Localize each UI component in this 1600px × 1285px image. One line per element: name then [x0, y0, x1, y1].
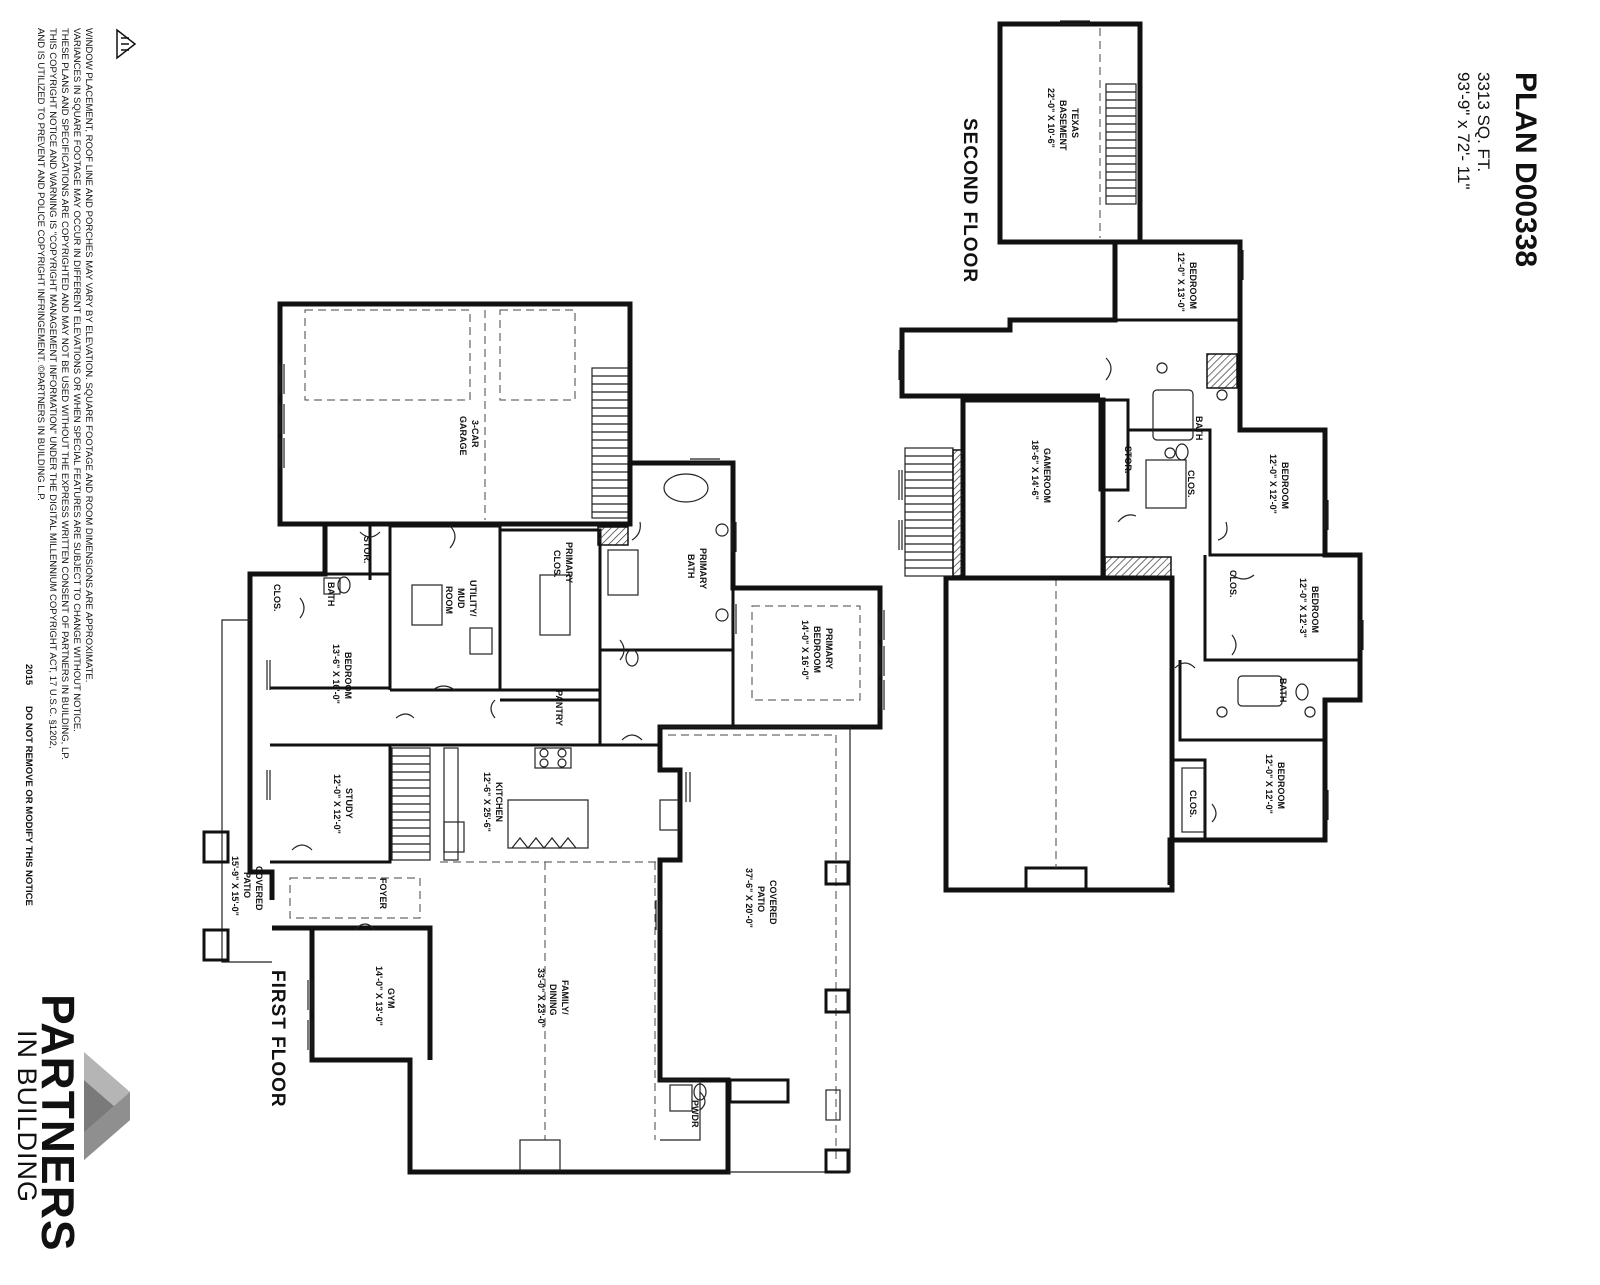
rear-patio-label: COVERED	[768, 880, 778, 925]
upper-bedroom-3-label: BEDROOM	[1310, 586, 1320, 633]
primary-bedroom-label: PRIMARY	[824, 628, 834, 669]
pantry-label: PANTRY	[554, 690, 564, 726]
copyright-notice: WINDOW PLACEMENT, ROOF LINE AND PORCHES …	[23, 28, 137, 906]
primary-bath-label: PRIMARY	[698, 548, 708, 589]
kitchen-label: KITCHEN	[494, 782, 504, 822]
attic-stair	[1105, 83, 1137, 205]
plan-title: PLAN D00338	[1509, 72, 1542, 267]
bedroom-label: BEDROOM	[343, 652, 353, 699]
first-floor-label: FIRST FLOOR	[267, 970, 288, 1108]
notice-year: 2015	[23, 664, 34, 686]
front-patio-label-2: PATIO	[242, 872, 252, 898]
primary-bedroom-label-2: BEDROOM	[812, 626, 822, 673]
primary-clos-label-2: CLOS.	[552, 550, 562, 578]
study-size: 12'-0" X 12'-0"	[332, 774, 342, 834]
upper-bedroom-1-size: 12'-0" X 13'-0"	[1176, 252, 1186, 312]
notice-line-2: VARIANCES IN SQUARE FOOTAGE MAY OCCUR IN…	[71, 28, 82, 732]
notice-warning: DO NOT REMOVE OR MODIFY THIS NOTICE	[23, 706, 34, 906]
family-dining-label: FAMILY/	[560, 980, 570, 1015]
second-floor-stair	[904, 447, 964, 577]
upper-bath-2-label: BATH	[1278, 678, 1288, 702]
rear-patio-size: 37'-6" X 20'-0"	[744, 868, 754, 928]
first-floor-plan: FIRST FLOOR	[202, 301, 885, 1175]
gameroom-label: GAMEROOM	[1042, 448, 1052, 503]
plan-square-footage: 3313 SQ. FT.	[1474, 72, 1493, 172]
primary-bedroom-size: 14'-0" X 16'-0"	[800, 620, 810, 680]
main-stair	[391, 747, 431, 861]
utility-label: UTILITY/	[468, 580, 478, 617]
garage-stair	[591, 367, 629, 519]
garage-roof-area	[943, 575, 1175, 893]
gameroom-size: 18'-6" X 14'-6"	[1030, 440, 1040, 500]
garage-label: 3-CAR	[470, 420, 480, 448]
second-floor-label: SECOND FLOOR	[959, 118, 980, 283]
upper-bedroom-2-size: 12'-0" X 12'-0"	[1268, 454, 1278, 514]
kitchen-size: 12'-6" X 25'-6"	[482, 772, 492, 832]
brand-tagline: IN BUILDING	[12, 1030, 42, 1203]
texas-basement-label-2: BASEMENT	[1058, 100, 1068, 151]
front-patio-size: 15'-9" X 15'-0"	[230, 856, 240, 916]
bedroom-size: 13'-6" X 16'-0"	[331, 644, 341, 704]
kitchen-island	[507, 799, 589, 849]
study-label: STUDY	[344, 788, 354, 819]
plan-header: PLAN D00338 3313 SQ. FT. 93'-9" x 72'- 1…	[1454, 72, 1542, 267]
front-patio-label: COVERED	[254, 866, 264, 911]
clos-label: CLOS.	[272, 584, 282, 612]
upper-bedroom-3-size: 12'-0" X 12'-3"	[1298, 578, 1308, 638]
upper-stor-label: STOR.	[1123, 446, 1133, 473]
chevron-logo-icon	[84, 1052, 130, 1160]
upper-bath-1-label: BATH	[1194, 416, 1204, 440]
primary-tub	[663, 473, 709, 503]
notice-line-3: THESE PLANS AND SPECIFICATIONS ARE COPYR…	[59, 28, 70, 760]
upper-bedroom-1-label: BEDROOM	[1188, 262, 1198, 309]
garage-label-2: GARAGE	[458, 416, 468, 456]
texas-basement-size: 22'-0" X 10'-6"	[1046, 88, 1056, 148]
room-label: ROOM	[444, 586, 454, 614]
mud-label: MUD	[456, 588, 466, 609]
upper-bedroom-4-label: BEDROOM	[1276, 762, 1286, 809]
notice-line-4: THIS COPYRIGHT NOTICE AND WARNING IS "CO…	[47, 28, 58, 749]
rear-patio-label-2: PATIO	[756, 886, 766, 912]
family-dining-size: 33'-0" X 23'-0"	[536, 968, 546, 1028]
pwdr-label: PWDR	[690, 1100, 700, 1128]
garage-walls	[277, 301, 633, 527]
primary-bath-label-2: BATH	[686, 554, 696, 578]
partners-in-building-logo: PARTNERS IN BUILDING	[12, 994, 130, 1252]
upper-clos-2-label: CLOS.	[1228, 570, 1238, 598]
plan-dimensions: 93'-9" x 72'- 11"	[1454, 72, 1473, 189]
notice-line-5: AND IS UTILIZED TO PREVENT AND POLICE CO…	[35, 28, 46, 501]
primary-clos-label: PRIMARY	[564, 542, 574, 583]
upper-clos-3-label: CLOS.	[1188, 790, 1198, 818]
notice-line-1: WINDOW PLACEMENT, ROOF LINE AND PORCHES …	[83, 28, 94, 682]
upper-bedroom-4-size: 12'-0" X 12'-0"	[1264, 754, 1274, 814]
upper-bedroom-2-label: BEDROOM	[1280, 462, 1290, 509]
brand-name: PARTNERS	[32, 994, 84, 1252]
foyer-label: FOYER	[378, 878, 388, 910]
upper-clos-1-label: CLOS.	[1186, 470, 1196, 498]
texas-basement-label: TEXAS	[1070, 108, 1080, 138]
texas-basement-walls	[997, 21, 1143, 245]
family-dining-label-2: DINING	[548, 984, 558, 1016]
home-icon	[116, 28, 137, 60]
gym-size: 14'-0" X 13'-0"	[374, 966, 384, 1026]
bath-label: BATH	[326, 582, 336, 606]
stor-label: STOR.	[362, 536, 372, 563]
second-floor-plan: SECOND FLOOR	[898, 20, 1364, 893]
upper-stor	[1098, 398, 1130, 492]
gym-label: GYM	[386, 988, 396, 1009]
